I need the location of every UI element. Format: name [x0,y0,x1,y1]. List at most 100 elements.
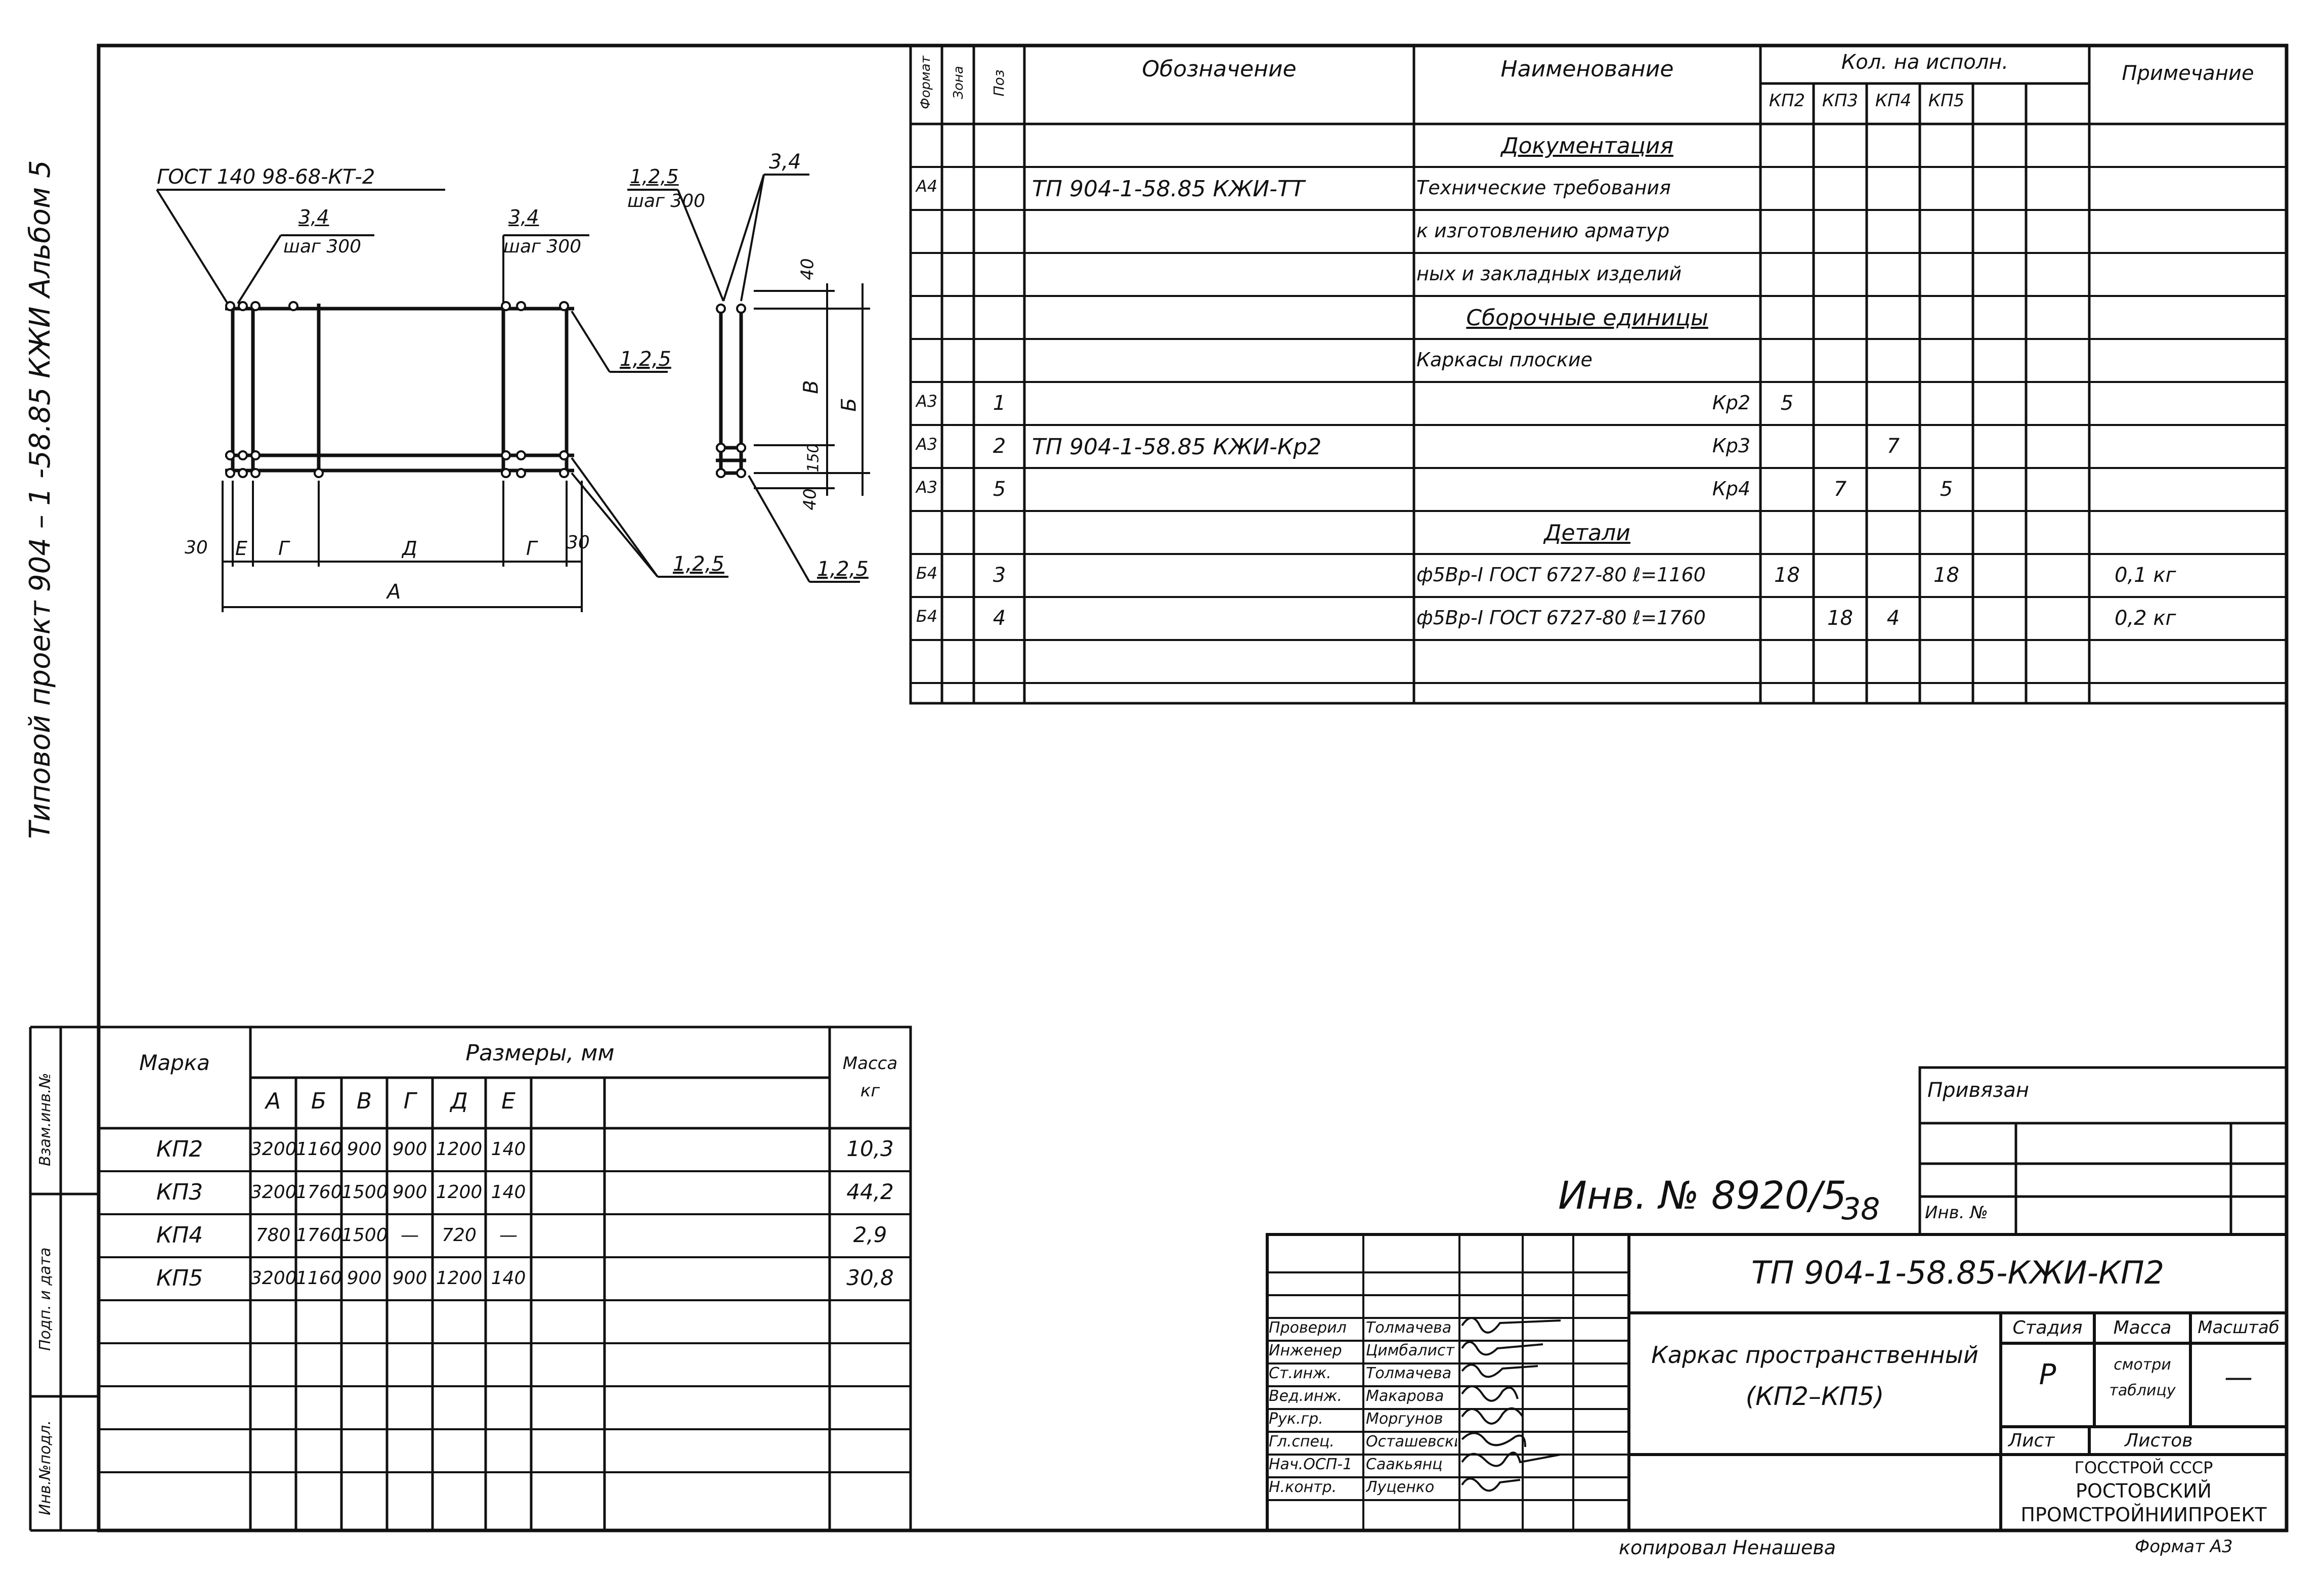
copied-by: копировал Ненашева [1619,1537,1836,1559]
dim-D: Д [402,537,417,560]
sizes-head-mass: Масса кг [842,1053,898,1101]
dim-30-left: 30 [185,537,208,558]
mass-head: Масса [2113,1317,2172,1338]
signer-role: Ст.инж. [1269,1366,1331,1381]
spec-name: Кр3 [1712,435,1750,457]
sizes-head-mark: Марка [139,1050,210,1075]
sheet-number: 38 [1841,1191,1880,1227]
org-line-3: ПРОМСТРОЙНИИПРОЕКТ [2020,1504,2267,1526]
sizes-mass: 30,8 [846,1265,894,1290]
sizes-value: 720 [442,1225,477,1246]
sizes-mass: 10,3 [846,1136,894,1161]
sizes-value: 1160 [296,1268,342,1289]
spec-pos: 2 [993,435,1006,458]
signer-role: Рук.гр. [1269,1412,1323,1427]
dim-30-right: 30 [567,532,590,553]
gost-label: ГОСТ 140 98-68-КТ-2 [157,165,375,189]
spec-qty: 18 [1774,564,1800,587]
sizes-col-head: Г [403,1088,416,1114]
sizes-mark: КП3 [156,1179,203,1205]
spec-name: ф5Вр-I ГОСТ 6727-80 ℓ=1760 [1416,607,1706,629]
stage-head: Стадия [2012,1317,2083,1338]
sizes-mark: КП2 [156,1136,203,1162]
sizes-value: 3200 [250,1182,297,1203]
stage-value: Р [2039,1358,2056,1391]
spec-format: Б4 [916,564,938,583]
sizes-value: 1200 [436,1182,483,1203]
sizes-value: 780 [255,1225,291,1246]
signer-role: Гл.спец. [1269,1434,1335,1449]
org-line-2: РОСТОВСКИЙ [2076,1480,2212,1502]
sizes-value: 140 [491,1268,526,1289]
org-line-1: ГОССТРОЙ СССР [2074,1458,2213,1477]
sheets-head: Листов [2125,1430,2193,1451]
side-label-inv: Инв.№подл. [36,1420,54,1515]
spec-format: А3 [916,392,938,411]
spec-format: А3 [916,478,938,497]
sizes-value: 1500 [341,1182,388,1203]
inv-number: Инв. № 8920/5 [1558,1173,1847,1218]
sizes-col-head: В [356,1088,372,1114]
spec-head-designation: Обозначение [1142,56,1297,82]
spec-name: Технические требования [1416,177,1671,199]
spec-head-format: Формат [918,56,933,109]
dim-150: 150 [804,443,823,473]
signer-role: Нач.ОСП-1 [1269,1457,1353,1472]
scale-head: Масштаб [2198,1317,2279,1338]
spec-head-sub-2: КП3 [1822,91,1859,111]
spec-name: к изготовлению арматур [1416,220,1670,242]
spec-name: Документация [1501,133,1673,159]
spec-note: 0,1 кг [2115,564,2176,587]
signer-role: Инженер [1269,1343,1342,1358]
spec-pos: 1 [993,392,1006,415]
sizes-value: 1760 [296,1225,342,1246]
side-label-sign: Подп. и дата [36,1247,54,1351]
spec-head-sub-1: КП2 [1769,91,1805,111]
sizes-value: 1500 [341,1225,388,1246]
signer-name: Толмачева [1366,1366,1452,1381]
inv-label: Инв. № [1925,1203,1988,1223]
spec-designation: ТП 904-1-58.85 КЖИ-ТТ [1032,176,1305,202]
leaders [156,189,728,612]
signer-name: Луценко [1366,1480,1435,1495]
sizes-value: 140 [491,1139,526,1160]
dim-G-left: Г [278,537,289,560]
spec-format: А4 [916,177,938,196]
sizes-mass: 2,9 [853,1222,887,1247]
spec-qty: 7 [1833,478,1847,501]
spec-head-pos: Поз [991,69,1007,97]
sizes-value: 3200 [250,1268,297,1289]
spec-pos: 4 [993,607,1006,630]
sizes-col-head: А [265,1088,281,1114]
pos-34-mid: 3,4 [508,206,539,228]
signer-name: Макарова [1366,1389,1444,1404]
sizes-value: — [401,1225,419,1246]
spec-head-name: Наименование [1500,56,1674,82]
cage-elevation [225,304,574,476]
pos-125-a: 1,2,5 [620,348,671,371]
sizes-col-head: Б [311,1088,327,1114]
pos-125-b: 1,2,5 [673,552,724,576]
doc-title-2: (КП2–КП5) [1745,1382,1884,1411]
signer-name: Осташевский [1366,1434,1457,1449]
pos-125-top: 1,2,5 [630,165,679,188]
spec-qty: 4 [1886,607,1900,630]
sizes-mark: КП4 [156,1222,203,1248]
project-title-vertical: Типовой проект 904 – 1 -58.85 КЖИ Альбом… [24,160,57,839]
doc-code: ТП 904-1-58.85-КЖИ-КП2 [1751,1254,2165,1291]
sizes-value: 900 [347,1139,382,1160]
spec-head-qty: Кол. на исполн. [1841,51,2009,74]
spec-name: Сборочные единицы [1466,305,1708,331]
spec-name: ф5Вр-I ГОСТ 6727-80 ℓ=1160 [1416,564,1706,586]
paper-format: Формат А3 [2135,1537,2233,1557]
doc-title: Каркас пространственный [1651,1341,1978,1369]
spec-format: А3 [916,435,938,454]
sizes-value: 900 [347,1268,382,1289]
spec-head-zone: Зона [951,66,966,99]
spec-name: Кр2 [1712,392,1750,414]
sizes-value: 900 [392,1139,427,1160]
sizes-value: 1200 [436,1268,483,1289]
dim-V: В [799,380,823,394]
signer-role: Проверил [1269,1320,1347,1336]
dim-G-right: Г [526,537,537,560]
